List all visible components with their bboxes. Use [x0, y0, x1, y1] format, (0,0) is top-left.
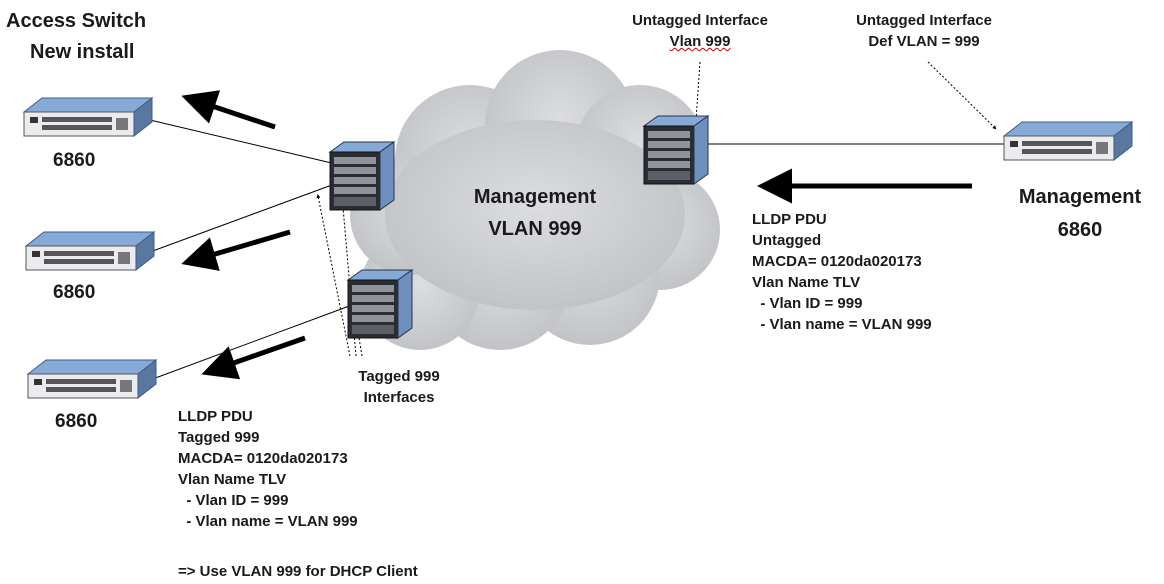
switch-6860-bottom	[27, 359, 157, 399]
management-switch-label: Management	[1018, 186, 1142, 208]
label-6860-mid: 6860	[53, 282, 96, 303]
tagged-interfaces-label: Tagged 999 Interfaces	[358, 368, 440, 406]
lldp-pdu-tagged: LLDP PDU Tagged 999 MACDA= 0120da020173 …	[178, 408, 358, 530]
switch-6860-management	[1003, 121, 1133, 161]
label-6860-top: 6860	[53, 150, 96, 171]
management-switch-model: 6860	[1057, 219, 1103, 241]
switch-6860-top	[23, 97, 153, 137]
link-mid	[149, 181, 341, 253]
label-6860-bottom: 6860	[55, 411, 98, 432]
untagged-interface-b-label: Untagged Interface Def VLAN = 999	[856, 12, 992, 50]
pointer-tagged-2	[340, 194, 357, 357]
cloud-label-management: Management	[473, 186, 597, 208]
link-bottom	[149, 304, 353, 381]
title-new-install: New install	[30, 41, 135, 63]
link-top	[149, 119, 341, 166]
pointer-untagged-b	[927, 61, 997, 130]
core-chassis-bottom	[347, 269, 413, 339]
lldp-pdu-untagged: LLDP PDU Untagged MACDA= 0120da020173 Vl…	[752, 211, 932, 333]
cloud-label-vlan: VLAN 999	[488, 218, 582, 240]
arrow-top	[181, 90, 276, 130]
arrow-bottom	[201, 335, 306, 380]
pointer-tagged-1	[316, 194, 351, 357]
untagged-interface-a-label: Untagged Interface Vlan 999	[632, 12, 768, 50]
arrow-mid	[181, 229, 291, 271]
title-access-switch: Access Switch	[6, 10, 147, 32]
dhcp-client-note: => Use VLAN 999 for DHCP Client	[178, 563, 418, 580]
core-chassis-left	[329, 141, 395, 211]
switch-6860-mid	[25, 231, 155, 271]
core-chassis-right	[643, 115, 709, 185]
